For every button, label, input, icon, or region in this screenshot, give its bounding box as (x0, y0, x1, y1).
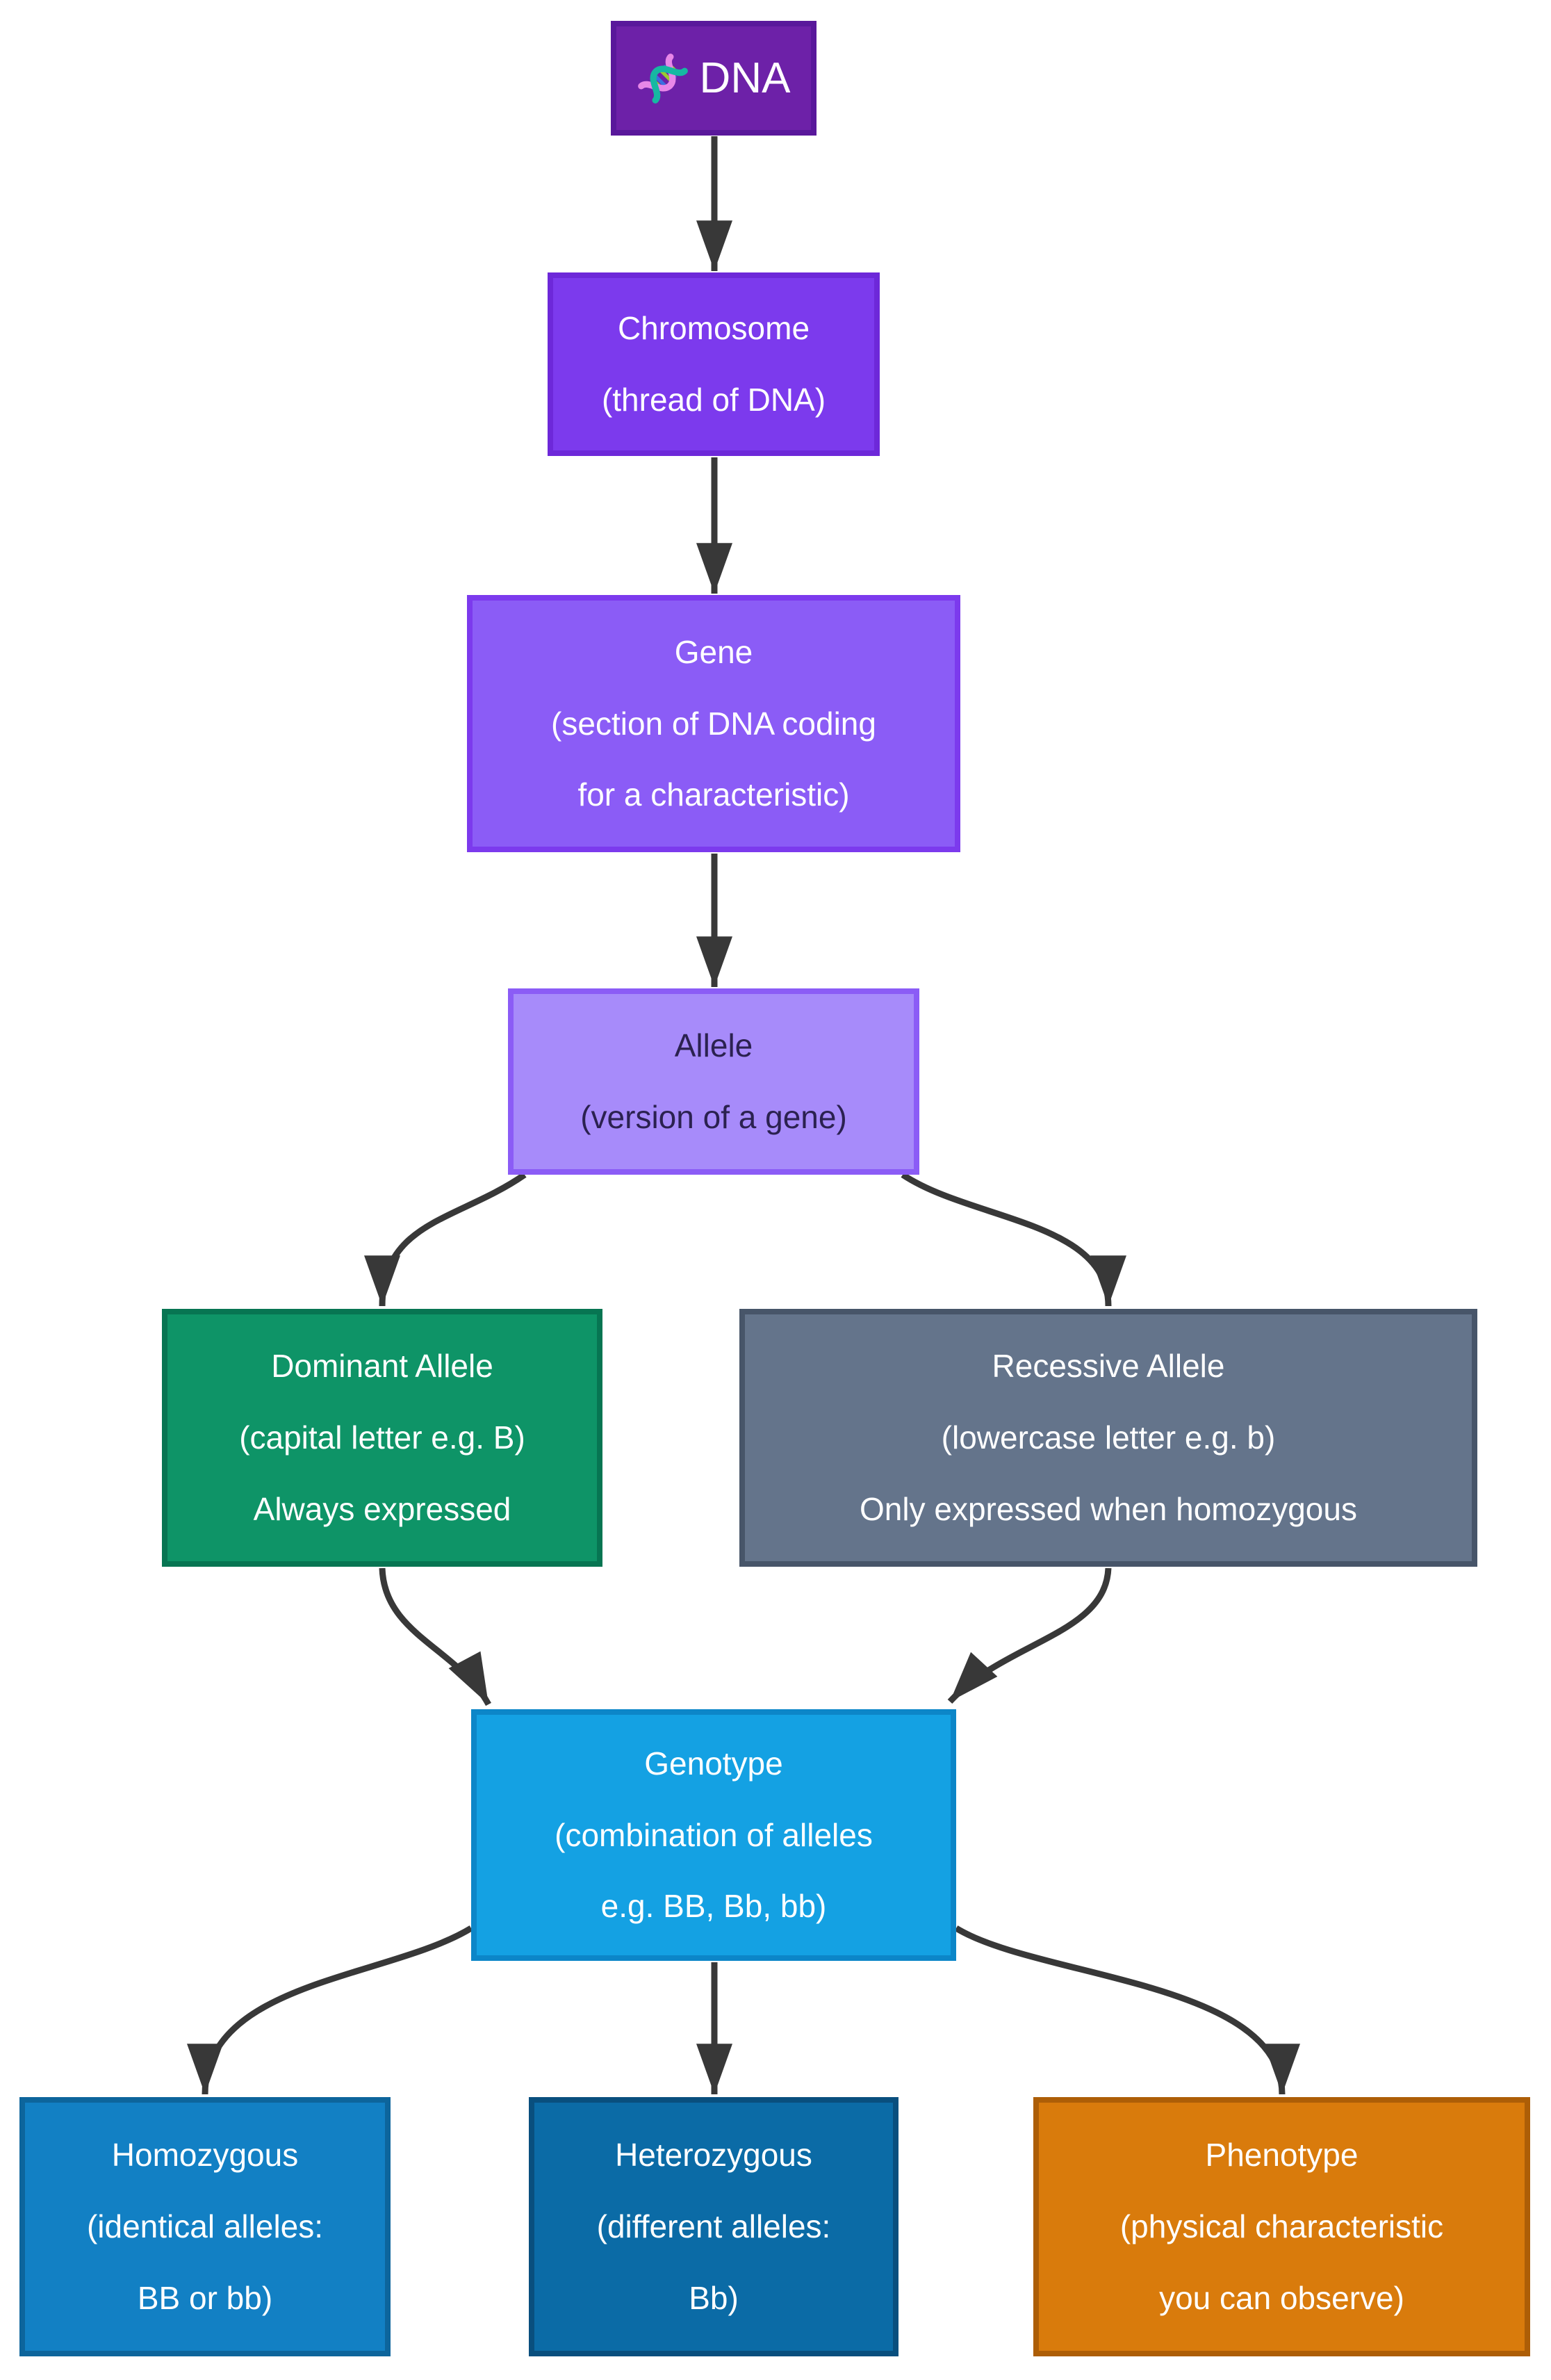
arrow-allele-to-recessive (901, 1172, 1126, 1307)
node-dominant-allele: Dominant Allele (capital letter e.g. B) … (162, 1309, 602, 1567)
arrow-allele-to-dominant (364, 1172, 527, 1307)
node-label-line: (different alleles: (596, 2208, 831, 2245)
node-label-line: (version of a gene) (580, 1099, 847, 1135)
node-label-line: for a characteristic) (577, 776, 850, 813)
node-label-line: Phenotype (1205, 2137, 1359, 2174)
node-label-line: (combination of alleles (555, 1816, 873, 1853)
arrow-dominant-to-genotype (379, 1567, 491, 1706)
node-phenotype: Phenotype (physical characteristic you c… (1033, 2097, 1530, 2356)
node-label-line: (thread of DNA) (601, 382, 826, 418)
arrow-genotype-to-homozygous (187, 1925, 473, 2095)
node-label-line: (lowercase letter e.g. b) (941, 1419, 1276, 1456)
node-label-line: BB or bb) (137, 2279, 273, 2316)
node-allele: Allele (version of a gene) (508, 988, 919, 1175)
node-label-line: (section of DNA coding (551, 705, 876, 742)
node-label-line: Chromosome (617, 310, 810, 347)
node-label-line: Always expressed (253, 1490, 511, 1527)
node-label-line: Gene (674, 633, 753, 670)
node-label-line: (physical characteristic (1119, 2208, 1444, 2245)
node-dna: DNA (611, 21, 816, 136)
arrow-recessive-to-genotype (947, 1567, 1112, 1704)
arrow-genotype-to-phenotype (954, 1925, 1300, 2095)
node-label-line: Dominant Allele (271, 1348, 493, 1385)
node-genotype: Genotype (combination of alleles e.g. BB… (471, 1709, 956, 1961)
node-label-line: Allele (674, 1027, 753, 1064)
node-label-line: Recessive Allele (992, 1348, 1225, 1385)
node-heterozygous: Heterozygous (different alleles: Bb) (529, 2097, 898, 2356)
node-label-line: Bb) (689, 2279, 739, 2316)
node-label-line: Heterozygous (615, 2137, 812, 2174)
node-label-line: Genotype (644, 1745, 783, 1782)
node-homozygous: Homozygous (identical alleles: BB or bb) (19, 2097, 391, 2356)
node-label-line: you can observe) (1159, 2279, 1404, 2316)
node-label-line: (identical alleles: (86, 2208, 324, 2245)
dna-helix-icon (637, 53, 689, 104)
node-label-line: e.g. BB, Bb, bb) (600, 1888, 827, 1925)
node-label-line: Only expressed when homozygous (860, 1490, 1357, 1527)
node-gene: Gene (section of DNA coding for a charac… (467, 595, 960, 852)
node-label-line: Homozygous (111, 2137, 299, 2174)
node-label-line: (capital letter e.g. B) (239, 1419, 525, 1456)
node-recessive-allele: Recessive Allele (lowercase letter e.g. … (739, 1309, 1477, 1567)
node-chromosome: Chromosome (thread of DNA) (548, 272, 880, 456)
node-label: DNA (699, 54, 791, 102)
